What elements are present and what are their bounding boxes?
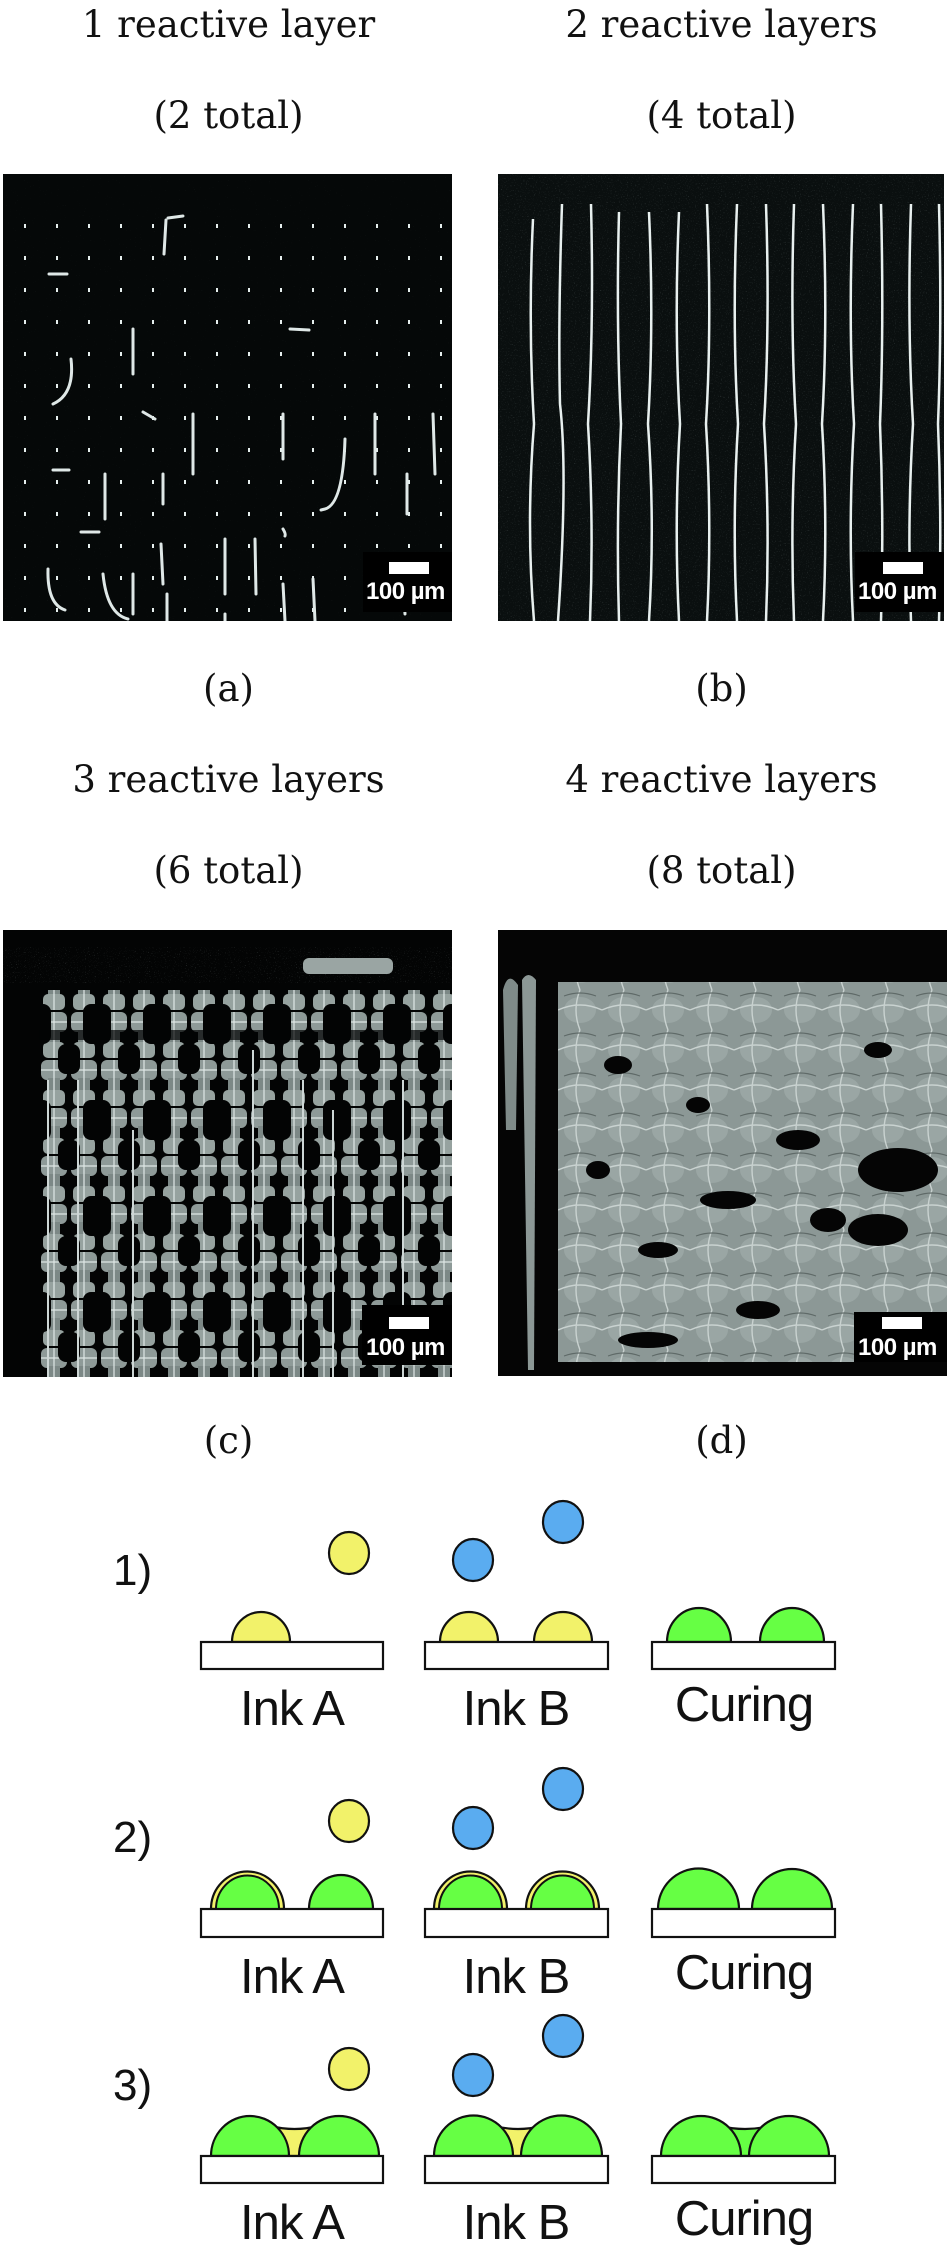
panel-d-title: 4 reactive layers [565, 758, 878, 801]
scale-bar-box [362, 1305, 452, 1365]
substrate [650, 2154, 837, 2185]
scale-bar [389, 562, 429, 574]
substrate [650, 1640, 837, 1671]
continuous-film-pattern [503, 970, 947, 1376]
panel-b-title: 2 reactive layers [565, 3, 878, 46]
step-1-label: 1) [113, 1546, 153, 1595]
ink-b-droplet [451, 1805, 495, 1851]
substrate [199, 2154, 385, 2185]
stage-label-curing: Curing [674, 2192, 814, 2246]
substrate [423, 1640, 610, 1671]
micrograph-panel-b: 100 µm [498, 174, 944, 621]
micrograph-panel-d: 100 µm [498, 930, 947, 1376]
ink-a-droplet [327, 1530, 371, 1576]
scale-bar [389, 1317, 429, 1329]
stage-label-ink-b: Ink B [462, 1950, 571, 2004]
reaction-schematic: 1) 2) 3) [0, 1480, 947, 2250]
substrate [650, 1907, 837, 1939]
ink-a-droplet [327, 2046, 371, 2092]
stage-label-curing: Curing [674, 1946, 814, 2000]
substrate [199, 1907, 385, 1939]
panel-b-subtitle: (4 total) [646, 94, 797, 137]
stage-label-ink-b: Ink B [462, 2196, 571, 2250]
schematic-drawing [199, 1499, 837, 2185]
substrate [199, 1640, 385, 1671]
step-1-drawing [199, 1499, 837, 1671]
step-3-label: 3) [113, 2061, 153, 2110]
panel-c-subtitle: (6 total) [153, 849, 304, 892]
step-2-label: 2) [113, 1813, 153, 1862]
substrate [423, 2154, 610, 2185]
ink-a-droplet [327, 1798, 371, 1844]
scale-bar-label: 100 µm [858, 578, 937, 605]
ink-b-droplet [451, 1537, 495, 1583]
micrograph-panel-c: 100 µm [3, 930, 452, 1377]
panel-d-subtitle: (8 total) [646, 849, 797, 892]
stage-label-ink-a: Ink A [240, 2196, 345, 2250]
step-3-drawing [199, 2013, 837, 2185]
micrograph-panel-a: 100 µm [3, 174, 452, 621]
scale-bar [883, 562, 923, 574]
sparse-dots-pattern [3, 174, 452, 621]
scale-bar-label: 100 µm [366, 578, 445, 605]
stage-label-curing: Curing [674, 1678, 814, 1732]
merged-grid-pattern [38, 950, 452, 1377]
panel-a-subtitle: (2 total) [153, 94, 304, 137]
ink-b-droplet [541, 2013, 585, 2059]
stage-label-ink-a: Ink A [240, 1950, 345, 2004]
panel-a-caption: (a) [203, 667, 254, 710]
scale-bar-label: 100 µm [858, 1334, 937, 1361]
panel-a-title: 1 reactive layer [81, 3, 376, 46]
scale-bar-label: 100 µm [366, 1334, 445, 1361]
panel-c-title: 3 reactive layers [72, 758, 385, 801]
parallel-lines-pattern [498, 174, 944, 621]
ink-b-droplet [541, 1499, 585, 1545]
panel-c-caption: (c) [203, 1419, 254, 1462]
step-2-drawing [199, 1766, 837, 1939]
ink-b-droplet [541, 1766, 585, 1812]
stage-label-ink-a: Ink A [240, 1682, 345, 1736]
panel-d-caption: (d) [695, 1419, 748, 1462]
ink-b-droplet [451, 2052, 495, 2098]
panel-b-caption: (b) [695, 667, 748, 710]
stage-label-ink-b: Ink B [462, 1682, 571, 1736]
substrate [423, 1907, 610, 1939]
scale-bar [882, 1317, 922, 1329]
